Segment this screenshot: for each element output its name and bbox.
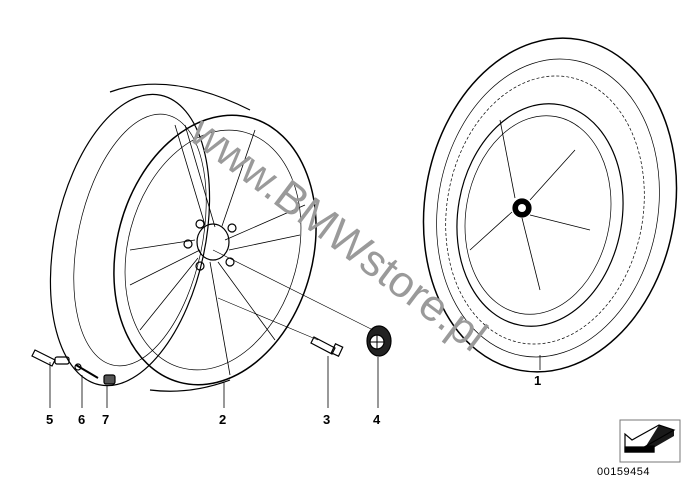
part-label-4[interactable]: 4 [373,412,381,427]
hub-cap-icon [366,325,392,357]
valve-cap-icon [103,374,116,385]
part-label-1[interactable]: 1 [534,373,542,388]
part-label-7[interactable]: 7 [102,412,110,427]
valve-icon [31,349,70,367]
part-label-2[interactable]: 2 [219,412,227,427]
wheel-rim-icon [49,83,317,392]
wheel-bolt-icon [310,336,344,358]
part-label-5[interactable]: 5 [46,412,54,427]
part-label-3[interactable]: 3 [323,412,331,427]
reference-number: 00159454 [597,466,650,478]
tire-with-wheel-icon [422,37,678,373]
valve-core-icon [74,363,99,379]
part-label-6[interactable]: 6 [78,412,86,427]
arrow-icon [619,419,681,463]
